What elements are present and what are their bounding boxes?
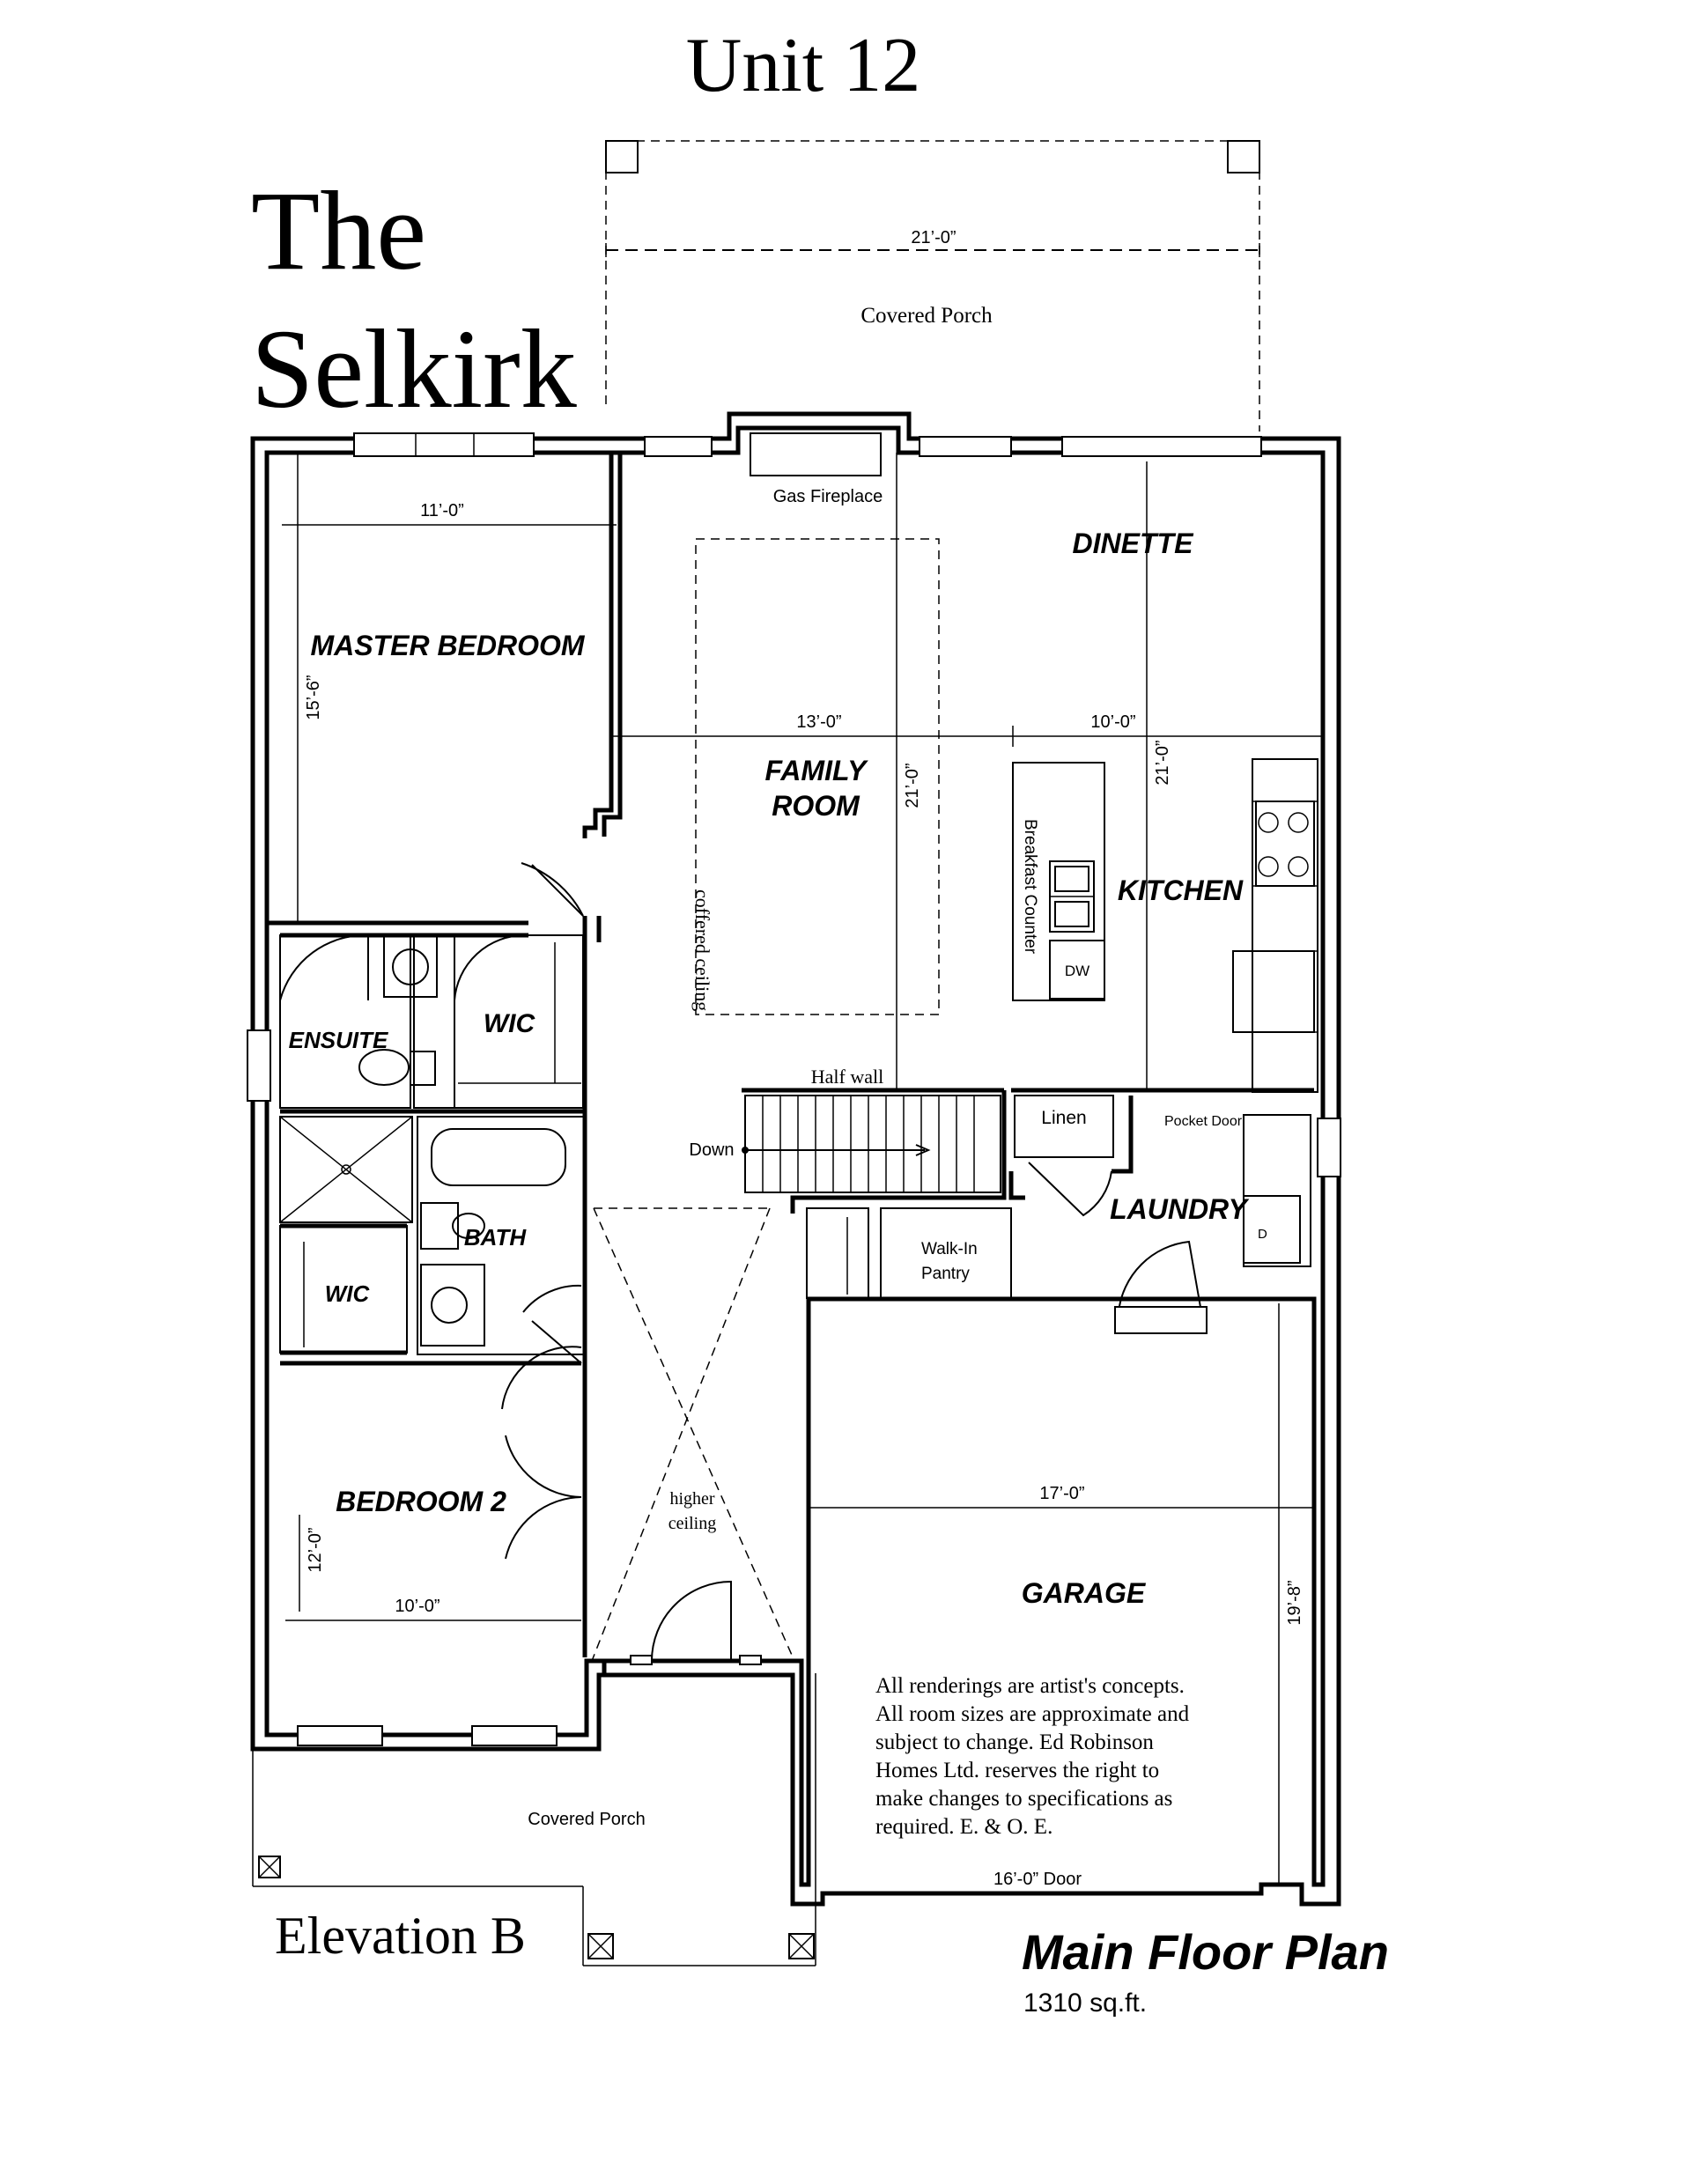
front-porch-label: Covered Porch	[528, 1810, 645, 1829]
kitchen-label: KITCHEN	[1118, 874, 1244, 906]
exterior-walls: Gas Fireplace	[250, 411, 1341, 1907]
bedroom2-width-dim: 10’-0”	[395, 1597, 439, 1616]
pocket-door-label: Pocket Door	[1164, 1114, 1243, 1129]
family-width-dim: 13’-0”	[796, 712, 841, 732]
stairs: Half wall Down	[689, 1066, 1007, 1214]
garage-label: GARAGE	[1022, 1577, 1147, 1609]
higher-ceiling-label-1: higher	[669, 1489, 714, 1509]
plan-name-line1: The	[251, 168, 426, 293]
bedroom2-depth-dim: 12’-0”	[306, 1527, 325, 1572]
wic-master-label: WIC	[484, 1009, 536, 1038]
laundry-label: LAUNDRY	[1110, 1193, 1250, 1225]
disclaimer-line: All room sizes are approximate and	[875, 1702, 1190, 1726]
elevation-label: Elevation B	[275, 1907, 526, 1965]
breakfast-counter-label: Breakfast Counter	[1021, 819, 1039, 955]
room-labels: MASTER BEDROOM FAMILY ROOM DINETTE KITCH…	[289, 528, 1250, 1609]
master-depth-dim: 15’-6”	[304, 675, 323, 719]
garage-width-dim: 17’-0”	[1039, 1484, 1084, 1503]
front-covered-porch: Covered Porch	[252, 1673, 816, 1966]
master-bedroom-label: MASTER BEDROOM	[310, 630, 585, 661]
kitchen-width-dim: 10’-0”	[1090, 712, 1135, 732]
disclaimer-line: Homes Ltd. reserves the right to	[875, 1759, 1159, 1782]
windows	[247, 432, 1341, 1746]
rear-porch-width-dim: 21’-0”	[911, 228, 956, 247]
coffered-ceiling-label: coffered ceiling	[691, 889, 713, 1011]
floor-plan-title: Main Floor Plan	[1022, 1924, 1389, 1980]
unit-title: Unit 12	[686, 23, 920, 108]
half-wall-label: Half wall	[811, 1066, 883, 1088]
higher-ceiling-label-2: ceiling	[668, 1514, 716, 1533]
rear-covered-porch: 21’-0” Covered Porch	[605, 140, 1260, 432]
dryer-label: D	[1258, 1227, 1267, 1242]
wic-bed2-label: WIC	[325, 1280, 371, 1307]
bath-label: BATH	[464, 1224, 528, 1251]
kitchen-fixtures: Breakfast Counter DW	[1012, 758, 1318, 1093]
pantry-label-1: Walk-In	[921, 1240, 978, 1258]
ensuite-label: ENSUITE	[289, 1027, 388, 1053]
disclaimer-line: All renderings are artist's concepts.	[875, 1674, 1185, 1698]
floor-area: 1310 sq.ft.	[1023, 1988, 1147, 2018]
disclaimer-line: required. E. & O. E.	[875, 1815, 1052, 1839]
gas-fireplace-label: Gas Fireplace	[773, 487, 883, 506]
dishwasher-label: DW	[1065, 963, 1089, 979]
plan-name-line2: Selkirk	[251, 306, 577, 432]
garage-door-label: 16’-0” Door	[993, 1870, 1082, 1889]
utility-rooms: Linen Pocket Door D Walk-In Pantry	[806, 1088, 1314, 1334]
bedroom-2-label: BEDROOM 2	[336, 1486, 506, 1517]
ceiling-features: coffered ceiling higher ceiling	[591, 538, 940, 1662]
kitchen-depth-dim: 21’-0”	[1153, 740, 1172, 785]
disclaimer-line: subject to change. Ed Robinson	[875, 1730, 1154, 1754]
disclaimer-line: make changes to specifications as	[875, 1787, 1172, 1811]
family-depth-dim: 21’-0”	[903, 763, 922, 808]
rear-porch-label: Covered Porch	[860, 304, 993, 328]
garage-depth-dim: 19’-8”	[1285, 1580, 1304, 1625]
dimension-lines: 11’-0” 15’-6” 13’-0” 10’-0” 21’-0” 21’-0…	[282, 453, 1321, 1894]
dinette-label: DINETTE	[1073, 528, 1195, 559]
linen-label: Linen	[1041, 1108, 1086, 1128]
pantry-label-2: Pantry	[921, 1265, 970, 1283]
stairs-down-label: Down	[689, 1140, 734, 1160]
interior-walls	[267, 453, 762, 1677]
master-width-dim: 11’-0”	[420, 501, 464, 520]
disclaimer: All renderings are artist's concepts. Al…	[875, 1674, 1190, 1839]
family-room-label-2: ROOM	[772, 790, 860, 822]
family-room-label-1: FAMILY	[765, 755, 869, 786]
